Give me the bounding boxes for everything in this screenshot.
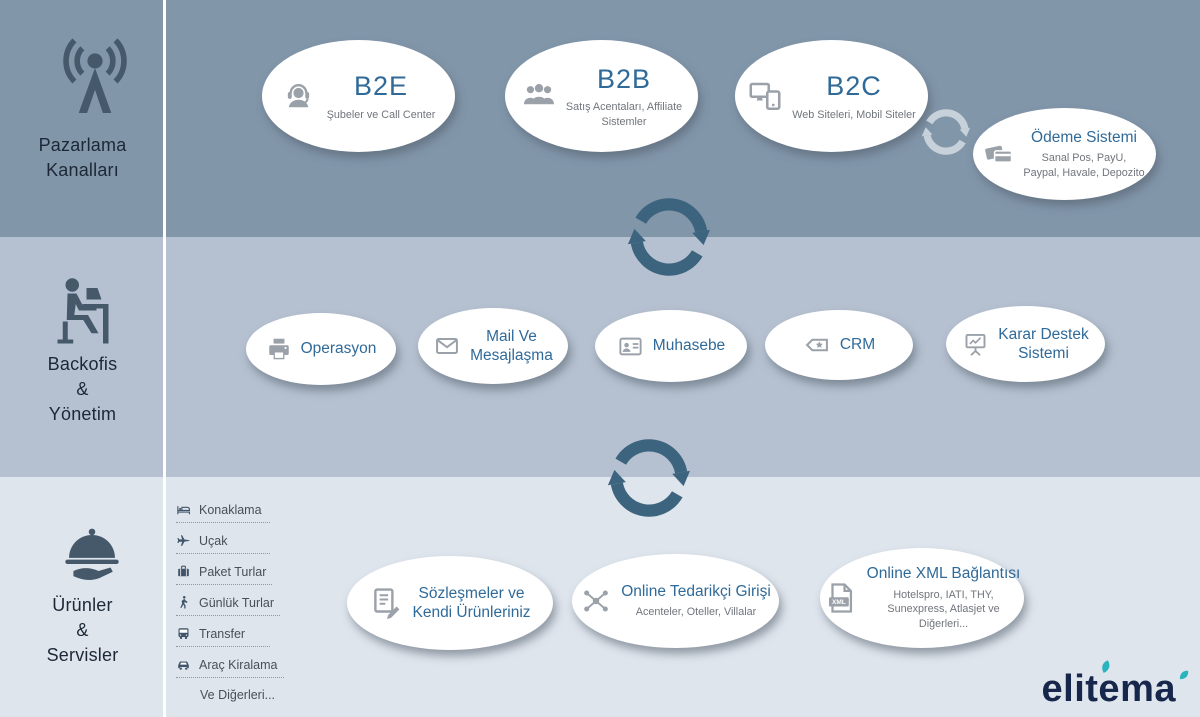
devices-icon <box>747 78 783 114</box>
node-subtitle: Şubeler ve Call Center <box>326 108 436 121</box>
sidebar-label-backoffice: Backofis & Yönetim <box>47 354 118 425</box>
suitcase-icon <box>176 564 191 579</box>
list-item: Uçak <box>176 531 270 554</box>
node-title: Muhasebe <box>652 337 726 355</box>
sync-arrows-icon <box>618 186 720 293</box>
headset-agent-icon <box>282 78 318 114</box>
credit-cards-icon <box>984 139 1014 169</box>
node-title: Mail Ve Mesajlaşma <box>470 327 553 364</box>
node-subtitle: Acenteler, Oteller, Villalar <box>635 606 757 619</box>
node-sozlesmeler: Sözleşmeler ve Kendi Ürünleriniz <box>347 556 553 650</box>
logo-text: elitema <box>1041 668 1176 710</box>
product-label: Transfer <box>199 626 246 641</box>
node-title: B2E <box>353 70 409 101</box>
node-title: B2C <box>826 70 882 101</box>
plane-icon <box>176 533 191 548</box>
node-b2b: B2B Satış Acentaları, Affiliate Sistemle… <box>505 40 698 152</box>
node-title: Karar Destek Sistemi <box>998 325 1089 362</box>
node-subtitle: Hotelspro, IATI, THY, Sunexpress, Atlasj… <box>887 588 1000 630</box>
dashboard-icon <box>962 331 989 358</box>
sync-arrows-icon <box>598 427 700 534</box>
node-karar-destek: Karar Destek Sistemi <box>946 306 1105 382</box>
node-operasyon: Operasyon <box>246 313 396 385</box>
node-odeme-sistemi: Ödeme Sistemi Sanal Pos, PayU, Paypal, H… <box>973 108 1156 200</box>
broadcast-icon <box>50 28 140 127</box>
mail-icon <box>433 332 461 360</box>
person-at-desk-icon <box>46 272 126 357</box>
list-item: Araç Kiralama <box>176 655 284 678</box>
node-subtitle: Satış Acentaları, Affiliate Sistemler <box>565 101 683 128</box>
node-b2e: B2E Şubeler ve Call Center <box>262 40 455 152</box>
sidebar-label-marketing: Pazarlama Kanalları <box>38 135 127 181</box>
ledger-icon <box>617 333 644 360</box>
bed-icon <box>176 502 191 517</box>
product-label: Ve Diğerleri... <box>200 688 276 702</box>
product-label: Paket Turlar <box>199 564 267 579</box>
fax-icon <box>266 336 292 362</box>
crm-tag-icon <box>803 331 831 359</box>
node-b2c: B2C Web Siteleri, Mobil Siteler <box>735 40 928 152</box>
node-title: Online XML Bağlantısı <box>866 565 1021 583</box>
list-item: Konaklama <box>176 500 270 523</box>
node-muhasebe: Muhasebe <box>595 310 747 382</box>
product-label: Günlük Turlar <box>199 595 275 610</box>
node-online-tedarikci: Online Tedarikçi Girişi Acenteler, Otell… <box>572 554 779 648</box>
node-title: Operasyon <box>300 340 377 358</box>
list-item: Transfer <box>176 624 270 647</box>
car-icon <box>176 657 191 672</box>
bus-icon <box>176 626 191 641</box>
node-title: Sözleşmeler ve Kendi Ürünleriniz <box>412 584 531 621</box>
product-label: Araç Kiralama <box>199 657 278 672</box>
product-label: Uçak <box>199 533 228 548</box>
product-label: Konaklama <box>199 502 262 517</box>
node-mail-mesajlasma: Mail Ve Mesajlaşma <box>418 308 568 384</box>
product-list: Konaklama Uçak Paket Turlar Günlük Turla… <box>176 500 294 707</box>
node-title: CRM <box>839 336 876 354</box>
list-item: Ve Diğerleri... <box>176 686 294 707</box>
node-subtitle: Sanal Pos, PayU, Paypal, Havale, Depozit… <box>1023 152 1145 179</box>
node-title: Online Tedarikçi Girişi <box>621 583 771 601</box>
cloche-icon <box>54 524 130 599</box>
sidebar-label-products: Ürünler & Servisler <box>46 595 119 666</box>
sidebar-divider <box>163 0 166 717</box>
node-subtitle: Web Siteleri, Mobil Siteler <box>792 108 916 121</box>
list-item: Günlük Turlar <box>176 593 281 616</box>
list-item: Paket Turlar <box>176 562 273 585</box>
walking-icon <box>176 595 191 610</box>
elitema-logo: elitema <box>1042 668 1176 711</box>
node-title: Ödeme Sistemi <box>1031 128 1137 146</box>
node-online-xml: Online XML Bağlantısı Hotelspro, IATI, T… <box>820 548 1024 648</box>
node-title: B2B <box>596 63 652 94</box>
sync-arrows-icon <box>916 102 976 167</box>
xml-file-icon <box>824 581 858 615</box>
people-group-icon <box>521 78 557 114</box>
node-crm: CRM <box>765 310 913 380</box>
contract-icon <box>369 586 403 620</box>
network-icon <box>580 585 612 617</box>
